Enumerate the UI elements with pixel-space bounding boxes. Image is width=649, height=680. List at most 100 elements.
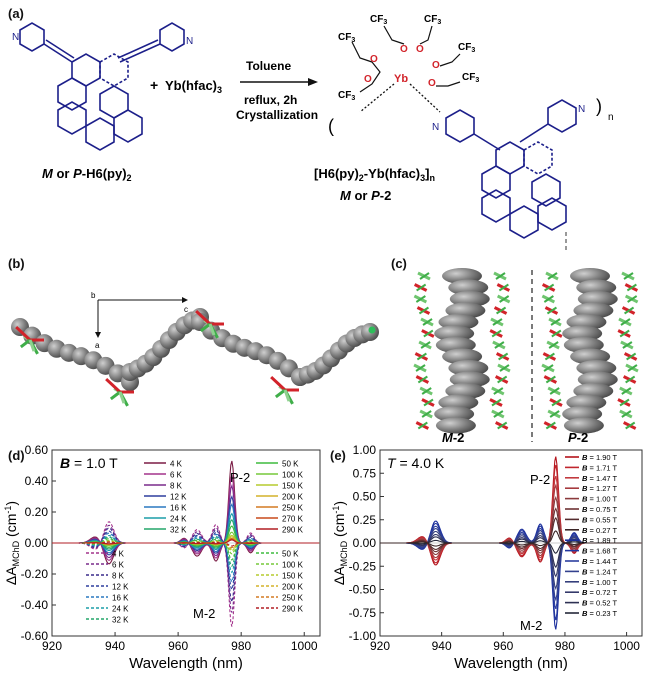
svg-text:CF3: CF3 — [338, 32, 355, 44]
ligand-stick — [621, 387, 632, 395]
label-p2: P-2 — [530, 472, 550, 487]
helix-sphere — [434, 325, 475, 342]
series-line-solid — [52, 539, 320, 545]
y-tick-label: -0.60 — [21, 629, 49, 643]
axis-b: b — [91, 291, 96, 300]
x-tick-label: 920 — [370, 639, 390, 653]
x-tick-label: 980 — [555, 639, 575, 653]
ligand-stick — [627, 364, 638, 372]
ligand-stick — [416, 283, 427, 292]
legend-label: 16 K — [112, 594, 129, 603]
helix-label-p: P-2 — [568, 430, 588, 445]
ligand-stick — [422, 318, 433, 326]
helix-sphere — [448, 360, 489, 376]
legend-label: B = 1.44 T — [582, 557, 618, 566]
legend-label: 100 K — [282, 561, 304, 570]
y-tick-label: 0.40 — [25, 474, 49, 488]
ligand-stick — [543, 364, 554, 372]
helix-label-m: M-2 — [442, 430, 464, 445]
legend-label: 4 K — [170, 460, 183, 469]
svg-text:O: O — [400, 44, 408, 55]
svg-text:(: ( — [328, 116, 334, 136]
legend-label: 200 K — [282, 493, 304, 502]
ligand-stick — [499, 295, 510, 303]
axis-a: a — [95, 341, 100, 350]
ligand-stick — [551, 398, 562, 407]
ligand-stick — [546, 306, 557, 315]
legend-label: 24 K — [112, 605, 129, 614]
x-tick-label: 1000 — [291, 639, 318, 653]
legend-label: 32 K — [112, 616, 129, 625]
series-line-dashed — [52, 521, 320, 627]
svg-text:CF3: CF3 — [462, 72, 479, 84]
ligand-stick — [491, 329, 502, 338]
hfac-ligand — [118, 391, 126, 404]
legend-label: 12 K — [170, 493, 187, 502]
condition-1: reflux, 2h — [244, 93, 297, 107]
yb-atom: Yb — [394, 73, 408, 85]
x-axis-label: Wavelength (nm) — [454, 655, 568, 672]
ligand-stick — [627, 295, 638, 303]
panel-label-e: (e) — [330, 448, 346, 463]
y-tick-label: 0.60 — [25, 443, 49, 457]
field-annotation: B = 1.0 T — [60, 455, 118, 471]
svg-text:N: N — [432, 122, 439, 133]
reaction-scheme: N N + Yb(hfac)3 M or P-H6(py)2 Toluene r… — [12, 14, 614, 250]
ligand-stick — [416, 352, 427, 361]
ligand-stick — [496, 306, 507, 315]
ligand-stick — [498, 352, 509, 361]
y-tick-label: -0.20 — [21, 567, 49, 581]
legend-label: 290 K — [282, 526, 304, 535]
ligand-stick — [421, 387, 432, 395]
x-axis-label: Wavelength (nm) — [129, 655, 243, 672]
ligand-stick — [417, 375, 428, 384]
panel-label-c: (c) — [391, 256, 407, 271]
svg-text:): ) — [596, 96, 602, 116]
n-atom-left: N — [12, 32, 19, 43]
ligand-stick — [619, 329, 630, 338]
reagent-label: Yb(hfac)3 — [165, 78, 222, 95]
ligand-stick — [543, 295, 554, 303]
y-tick-label: -1.00 — [349, 629, 377, 643]
ligand-stick — [497, 375, 508, 384]
x-tick-label: 1000 — [613, 639, 640, 653]
ligand-stick — [621, 410, 632, 418]
legend-label: 16 K — [170, 504, 187, 513]
y-tick-label: 0.50 — [353, 490, 377, 504]
helix-columns — [413, 268, 639, 434]
x-tick-label: 980 — [231, 639, 251, 653]
reactant-label: M or P-H6(py)2 — [42, 166, 132, 183]
product-label-line1: [H6(py)2-Yb(hfac)3]n — [314, 166, 435, 183]
helix-sphere — [448, 279, 489, 296]
legend-label: 32 K — [170, 526, 187, 535]
legend-label: B = 0.23 T — [582, 609, 618, 618]
ligand-stick — [415, 364, 426, 372]
crystal-packing-view: b c a — [11, 291, 379, 407]
svg-text:CF3: CF3 — [370, 14, 387, 26]
helix-sphere — [434, 406, 475, 422]
ligand-stick — [423, 398, 434, 407]
ligand-stick — [622, 341, 633, 349]
helix-sphere — [563, 417, 604, 434]
legend-label: B = 1.47 T — [582, 474, 618, 483]
hfac-ligand — [105, 377, 122, 394]
svg-text:CF3: CF3 — [424, 14, 441, 26]
legend-label: 6 K — [112, 561, 125, 570]
legend-label: 50 K — [282, 550, 299, 559]
helicene-chain-b — [11, 308, 379, 407]
legend-label: B = 1.00 T — [582, 495, 618, 504]
ligand-stick — [423, 329, 434, 338]
plus-sign: + — [150, 77, 158, 93]
label-m2: M-2 — [193, 606, 215, 621]
svg-text:O: O — [432, 60, 440, 71]
legend-label: B = 1.27 T — [582, 484, 618, 493]
product-label-line2: M or P-2 — [340, 188, 391, 203]
y-axis-label: ΔAMChD (cm-1) — [3, 501, 21, 585]
legend-label: B = 1.00 T — [582, 578, 618, 587]
ligand-stick — [549, 387, 560, 395]
hfac-ligand — [199, 322, 211, 333]
ligand-stick — [545, 421, 556, 430]
ligand-stick — [421, 410, 432, 418]
legend-label: B = 0.27 T — [582, 526, 618, 535]
y-axis-label: ΔAMChD (cm-1) — [331, 501, 349, 585]
